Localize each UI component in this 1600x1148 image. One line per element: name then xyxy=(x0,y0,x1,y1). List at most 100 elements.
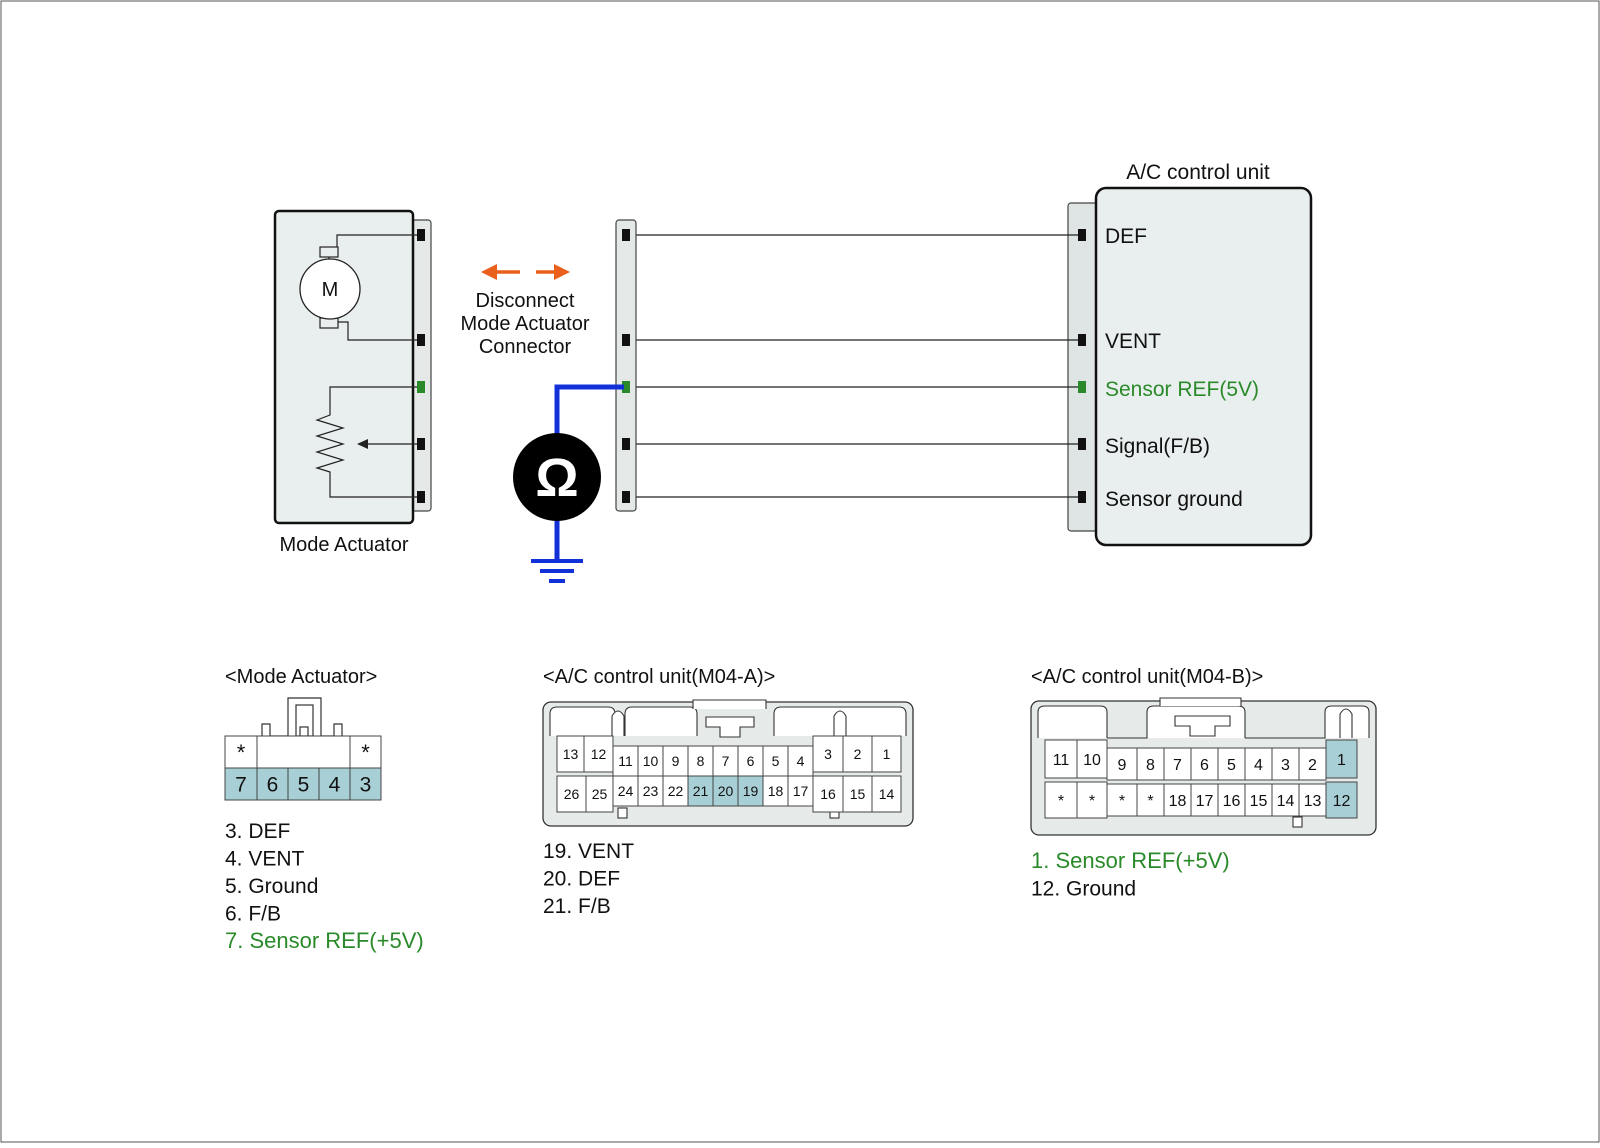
pin-cell xyxy=(687,775,714,807)
pin-number: 21 xyxy=(693,783,709,799)
ac-pin-label: Sensor ground xyxy=(1105,488,1243,511)
ac-pin-signal xyxy=(1078,438,1086,450)
pin-number: 16 xyxy=(820,786,836,802)
pin-number: * xyxy=(1119,793,1125,810)
double-arrow-icon xyxy=(481,264,570,280)
pin-number: 20 xyxy=(718,783,734,799)
pin-number: 6 xyxy=(1200,757,1209,774)
pin-number: 15 xyxy=(850,786,866,802)
pin-cell xyxy=(1076,781,1108,819)
pin-number: 6 xyxy=(747,753,755,769)
actuator-pin xyxy=(417,491,425,503)
pin-number: 13 xyxy=(1304,793,1322,810)
pin-number: 7 xyxy=(1173,757,1182,774)
pin-cell xyxy=(1244,747,1273,781)
connector-title-mode-actuator: <Mode Actuator> xyxy=(225,666,377,688)
pin-cell xyxy=(812,735,844,773)
pin-number: 12 xyxy=(1333,793,1351,810)
pin-cell xyxy=(1106,783,1138,817)
ac-pin-sensor-ref xyxy=(1078,381,1086,393)
ac-control-unit: A/C control unit xyxy=(1067,161,1313,547)
ohmmeter-circuit: Ω xyxy=(513,384,624,583)
pin-number: 26 xyxy=(564,786,580,802)
pin-number: * xyxy=(361,740,370,765)
pin-cell xyxy=(583,735,614,773)
pin-number: 18 xyxy=(1169,793,1187,810)
pin-number: 8 xyxy=(697,753,705,769)
legend-item: 5. Ground xyxy=(225,875,318,898)
ac-unit-connector-strip xyxy=(1067,202,1099,532)
legend-item: 20. DEF xyxy=(543,868,620,891)
ohmmeter-lead xyxy=(554,384,624,440)
harness-wires xyxy=(630,234,1083,498)
pin-number: 9 xyxy=(672,753,680,769)
pin-cell xyxy=(637,775,664,807)
pin-number: 24 xyxy=(618,783,634,799)
pin-number: 14 xyxy=(879,786,895,802)
legend-item: 6. F/B xyxy=(225,903,281,926)
connector-title-m04a: <A/C control unit(M04-A)> xyxy=(543,666,775,688)
pin-cell xyxy=(712,775,739,807)
pin-cell xyxy=(871,775,902,813)
actuator-pin-sensor-ref xyxy=(417,381,425,393)
ohmmeter-icon xyxy=(513,433,601,521)
actuator-pin xyxy=(417,229,425,241)
harness-connector xyxy=(615,219,637,512)
pin-number: 4 xyxy=(329,774,341,797)
pin-cell xyxy=(662,775,689,807)
pin-number: 3 xyxy=(1281,757,1290,774)
pin-number: 9 xyxy=(1118,757,1127,774)
ac-pin-label: Sensor REF(5V) xyxy=(1105,378,1259,401)
pin-number: 12 xyxy=(591,746,607,762)
pin-cell xyxy=(1076,739,1108,779)
pin-cell xyxy=(871,735,902,773)
ac-pin-sensor-ground xyxy=(1078,491,1086,503)
pin-number: 7 xyxy=(235,774,247,797)
pin-cell xyxy=(1044,739,1078,779)
potentiometer-icon xyxy=(314,386,421,498)
pin-cell xyxy=(1298,747,1327,781)
mode-actuator-label: Mode Actuator xyxy=(280,534,409,556)
pin-number: 1 xyxy=(883,746,891,762)
pin-cell xyxy=(787,775,814,807)
motor-symbol: M xyxy=(322,279,339,301)
legend-item: 19. VENT xyxy=(543,840,634,863)
pin-number: 3 xyxy=(360,774,372,797)
pin-number: 17 xyxy=(1196,793,1214,810)
pin-number: 11 xyxy=(618,753,633,769)
legend-item: 4. VENT xyxy=(225,848,305,871)
pin-number: 13 xyxy=(563,746,579,762)
pin-number: 19 xyxy=(743,783,759,799)
disconnect-label-line: Connector xyxy=(479,336,572,358)
pin-cell xyxy=(224,735,258,769)
pin-number: * xyxy=(1058,793,1064,810)
pin-cell xyxy=(1136,783,1165,817)
ac-pin-label: Signal(F/B) xyxy=(1105,435,1210,458)
connector-title-m04b: <A/C control unit(M04-B)> xyxy=(1031,666,1263,688)
pin-cell xyxy=(585,775,614,813)
mode-actuator-body xyxy=(273,209,415,525)
pin-cell xyxy=(1271,783,1300,817)
pin-number: 10 xyxy=(1083,752,1101,769)
pin-number: 5 xyxy=(772,753,780,769)
pin-cell xyxy=(1325,781,1358,819)
pin-number: 22 xyxy=(668,783,684,799)
disconnect-indicator: Disconnect Mode Actuator Connector xyxy=(461,264,590,358)
disconnect-label-line: Mode Actuator xyxy=(461,313,590,335)
pin-number: 6 xyxy=(267,774,279,797)
legend-item: 7. Sensor REF(+5V) xyxy=(225,928,424,953)
ac-pin-def xyxy=(1078,229,1086,241)
actuator-pin xyxy=(417,438,425,450)
pin-number: 11 xyxy=(1053,752,1070,769)
pin-number: 5 xyxy=(1227,757,1236,774)
pin-cell xyxy=(737,775,764,807)
legend-mode-actuator: 3. DEF 4. VENT 5. Ground 6. F/B7. Sensor RE… xyxy=(225,820,424,953)
pin-number: 23 xyxy=(643,783,659,799)
legend-item: 3. DEF xyxy=(225,820,290,843)
pin-number: 15 xyxy=(1250,793,1268,810)
mode-actuator-connector-face xyxy=(261,697,343,737)
